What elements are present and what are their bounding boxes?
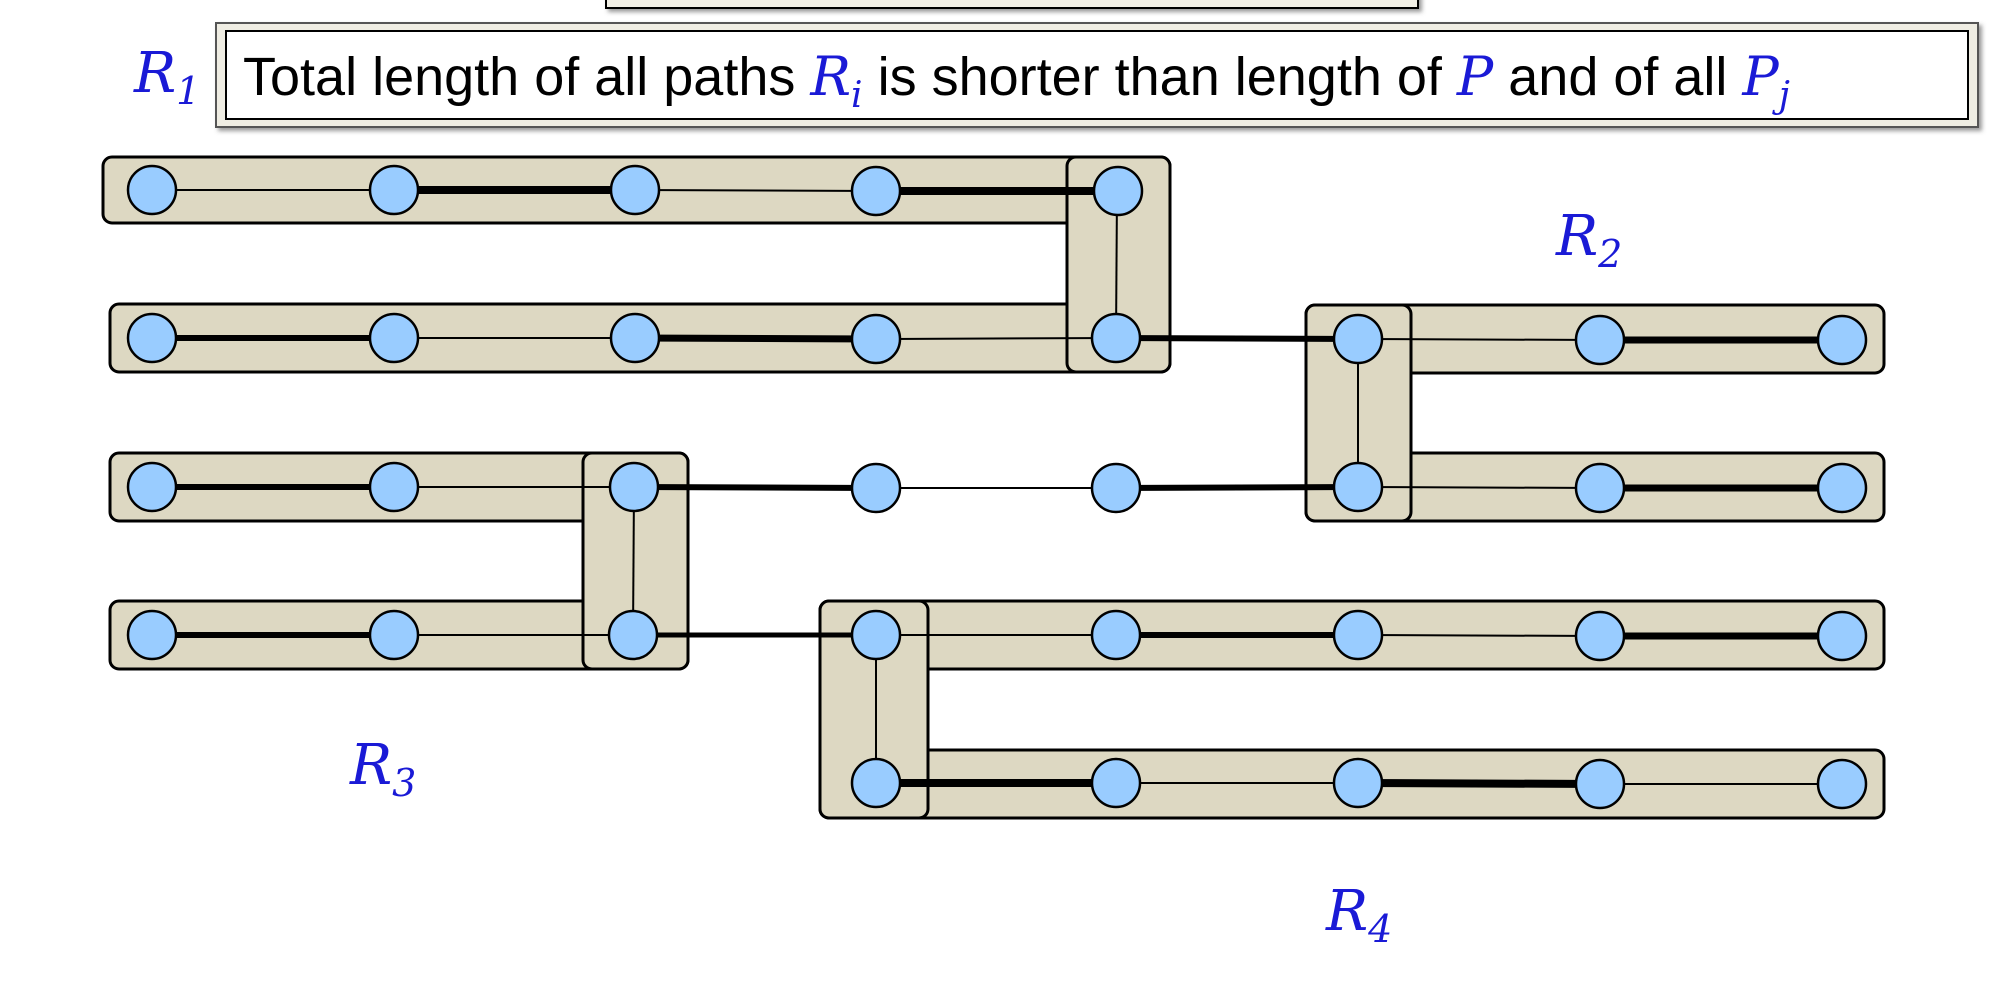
node	[126, 609, 178, 661]
nodes	[126, 164, 1868, 810]
caption-r-subscript: i	[851, 75, 863, 116]
node	[1090, 462, 1142, 514]
edge-thick	[1115, 335, 1359, 342]
label-r1-symbol: R	[133, 41, 176, 106]
label-r4-subscript: 4	[1367, 907, 1392, 951]
caption-text: Total length of all paths Ri is shorter …	[243, 45, 1790, 116]
edge-thick	[1115, 484, 1359, 491]
node	[368, 461, 420, 513]
node	[607, 609, 659, 661]
caption-box-inner	[225, 30, 1969, 120]
label-r3-subscript: 3	[392, 761, 416, 805]
label-r4: R4	[1325, 879, 1392, 951]
node	[850, 462, 902, 514]
node	[126, 461, 178, 513]
node	[368, 164, 420, 216]
node	[1574, 314, 1626, 366]
caption-and: and of all	[1493, 47, 1742, 107]
label-r1-subscript: 1	[176, 69, 200, 113]
region-r1-connector	[1065, 155, 1172, 374]
node	[1092, 165, 1144, 217]
node	[609, 312, 661, 364]
edge	[1357, 634, 1601, 637]
node	[1816, 610, 1868, 662]
node	[1816, 314, 1868, 366]
caption-r-symbol: R	[809, 45, 851, 108]
label-r3-symbol: R	[349, 733, 392, 798]
label-r1: R1	[133, 41, 200, 113]
node	[1332, 461, 1384, 513]
node	[1574, 462, 1626, 514]
node	[126, 312, 178, 364]
node	[850, 757, 902, 809]
node	[609, 164, 661, 216]
node	[1090, 609, 1142, 661]
label-r4-symbol: R	[1325, 879, 1368, 944]
node	[1090, 757, 1142, 809]
node	[850, 609, 902, 661]
caption-middle: is shorter than length of	[863, 47, 1457, 107]
edge	[634, 189, 877, 192]
label-r3: R3	[349, 733, 416, 805]
edge	[1357, 338, 1601, 341]
node	[850, 165, 902, 217]
edge	[875, 337, 1117, 340]
node	[608, 461, 660, 513]
node	[1332, 313, 1384, 365]
node	[368, 312, 420, 364]
edge-thick	[633, 484, 877, 491]
node	[1332, 609, 1384, 661]
top-clipped-box	[605, 0, 1419, 9]
caption-p-symbol: P	[1456, 45, 1495, 108]
region-r3-connector	[581, 451, 690, 671]
node	[126, 164, 178, 216]
node	[850, 313, 902, 365]
node	[1816, 758, 1868, 810]
caption-pj-symbol: P	[1741, 45, 1780, 108]
node	[1816, 462, 1868, 514]
node	[1574, 610, 1626, 662]
caption-prefix: Total length of all paths	[243, 47, 810, 107]
region-r4-connector	[818, 599, 930, 820]
label-r2-subscript: 2	[1597, 232, 1622, 276]
label-r2-symbol: R	[1555, 204, 1598, 269]
edge-thick	[1357, 779, 1601, 788]
node	[1332, 757, 1384, 809]
edge-thick	[634, 334, 877, 343]
label-r2: R2	[1555, 204, 1622, 276]
node	[1574, 758, 1626, 810]
node	[368, 609, 420, 661]
edge	[1357, 486, 1601, 489]
region-r2	[1304, 303, 1886, 523]
node	[1090, 312, 1142, 364]
